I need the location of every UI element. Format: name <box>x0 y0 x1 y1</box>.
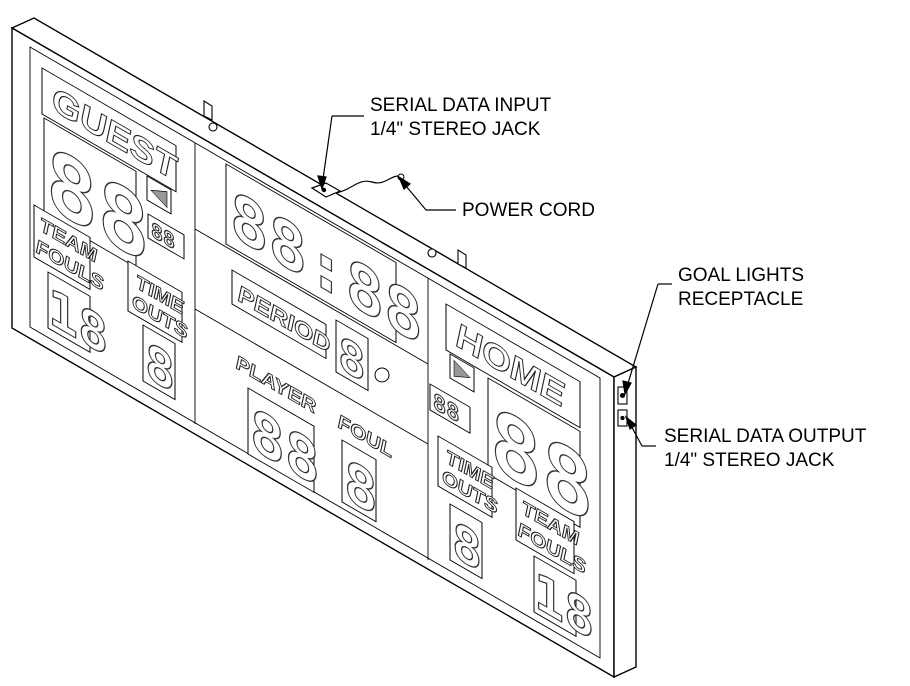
serial-input-callout: SERIAL DATA INPUT 1/4" STEREO JACK <box>370 94 551 142</box>
leader-lines <box>317 115 672 447</box>
guest-possession-arrow <box>150 189 168 209</box>
goal-lights-callout: GOAL LIGHTS RECEPTACLE <box>678 264 804 312</box>
power-cord-callout-line: POWER CORD <box>462 200 595 221</box>
home-possession-arrow <box>453 359 471 378</box>
horn-indicator <box>374 367 390 383</box>
power-cord <box>335 175 399 194</box>
serial-input-callout-line-2: 1/4" STEREO JACK <box>370 119 541 140</box>
serial-output-callout-line-2: 1/4" STEREO JACK <box>664 450 835 471</box>
goal-lights-callout-line-2: RECEPTACLE <box>678 289 804 310</box>
serial-output-callout: SERIAL DATA OUTPUT 1/4" STEREO JACK <box>664 425 866 473</box>
serial-output-callout-line-1: SERIAL DATA OUTPUT <box>664 426 867 447</box>
power-cord-callout: POWER CORD <box>462 199 595 223</box>
serial-input-callout-line-1: SERIAL DATA INPUT <box>370 95 552 116</box>
goal-lights-callout-line-1: GOAL LIGHTS <box>678 265 804 286</box>
mounting-hardware <box>203 100 467 269</box>
